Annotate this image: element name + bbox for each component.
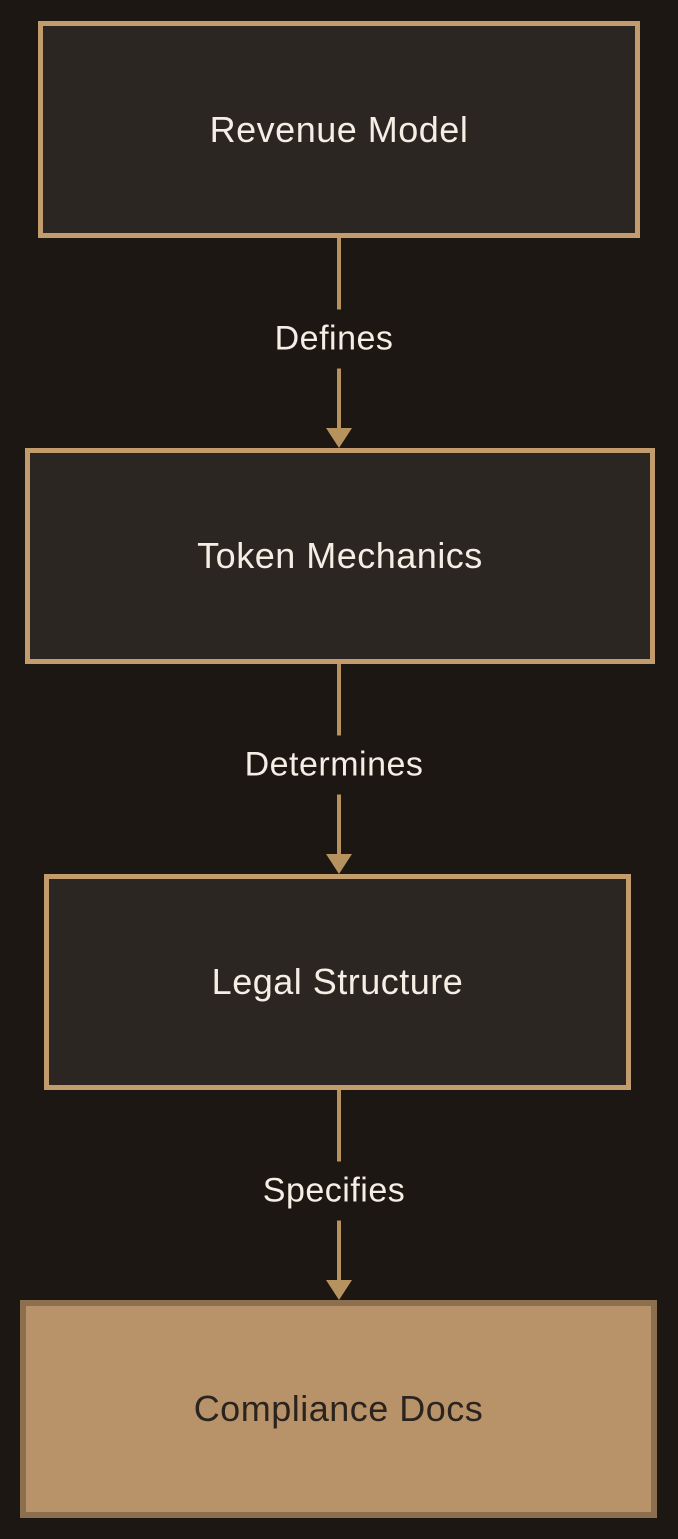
- node-label: Legal Structure: [211, 961, 464, 1002]
- edge-defines: Defines: [0, 238, 678, 448]
- node-label: Compliance Docs: [193, 1388, 484, 1429]
- edge-specifies: Specifies: [0, 1090, 678, 1300]
- node-token-mechanics: Token Mechanics: [25, 448, 655, 664]
- edge-label: Determines: [230, 735, 438, 795]
- node-label: Token Mechanics: [197, 535, 483, 576]
- arrow-down-icon: [326, 1280, 352, 1300]
- edge-label: Defines: [260, 309, 408, 369]
- node-compliance-docs: Compliance Docs: [20, 1300, 657, 1518]
- node-label: Revenue Model: [209, 108, 469, 150]
- edge-label: Specifies: [248, 1161, 420, 1221]
- arrow-down-icon: [326, 854, 352, 874]
- node-legal-structure: Legal Structure: [44, 874, 631, 1090]
- node-revenue-model: Revenue Model: [38, 21, 640, 238]
- edge-determines: Determines: [0, 664, 678, 874]
- arrow-down-icon: [326, 428, 352, 448]
